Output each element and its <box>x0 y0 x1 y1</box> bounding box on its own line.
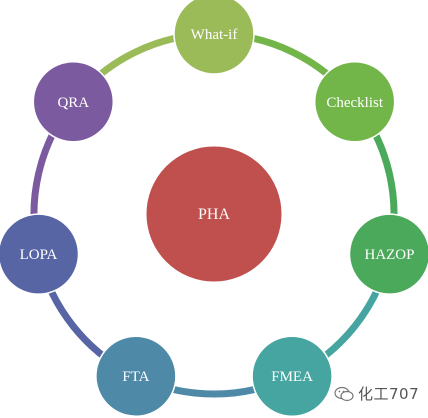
node-checklist: Checklist <box>313 61 396 143</box>
node-label: What-if <box>191 27 238 43</box>
node-hazop: HAZOP <box>348 213 428 295</box>
center-circle <box>145 145 283 283</box>
node-qra: QRA <box>32 61 115 143</box>
watermark-text: 化工707 <box>358 385 420 403</box>
node-label: QRA <box>57 95 89 111</box>
center-node: PHA <box>145 145 283 283</box>
node-circle <box>32 61 115 143</box>
node-lopa: LOPA <box>0 213 80 295</box>
node-label: FMEA <box>271 369 313 385</box>
node-circle <box>251 335 333 417</box>
watermark: 化工707 <box>334 383 419 404</box>
center-label: PHA <box>198 206 230 223</box>
node-circle <box>95 335 177 417</box>
wechat-icon <box>334 386 354 401</box>
node-label: Checklist <box>326 95 383 111</box>
node-circle <box>313 61 396 143</box>
node-fmea: FMEA <box>251 335 333 417</box>
node-label: LOPA <box>20 247 58 263</box>
node-circle <box>348 213 428 295</box>
node-fta: FTA <box>95 335 177 417</box>
node-what-if: What-if <box>173 0 255 75</box>
node-label: FTA <box>122 369 149 385</box>
node-circle <box>173 0 255 75</box>
node-label: HAZOP <box>364 247 414 263</box>
node-circle <box>0 213 80 295</box>
